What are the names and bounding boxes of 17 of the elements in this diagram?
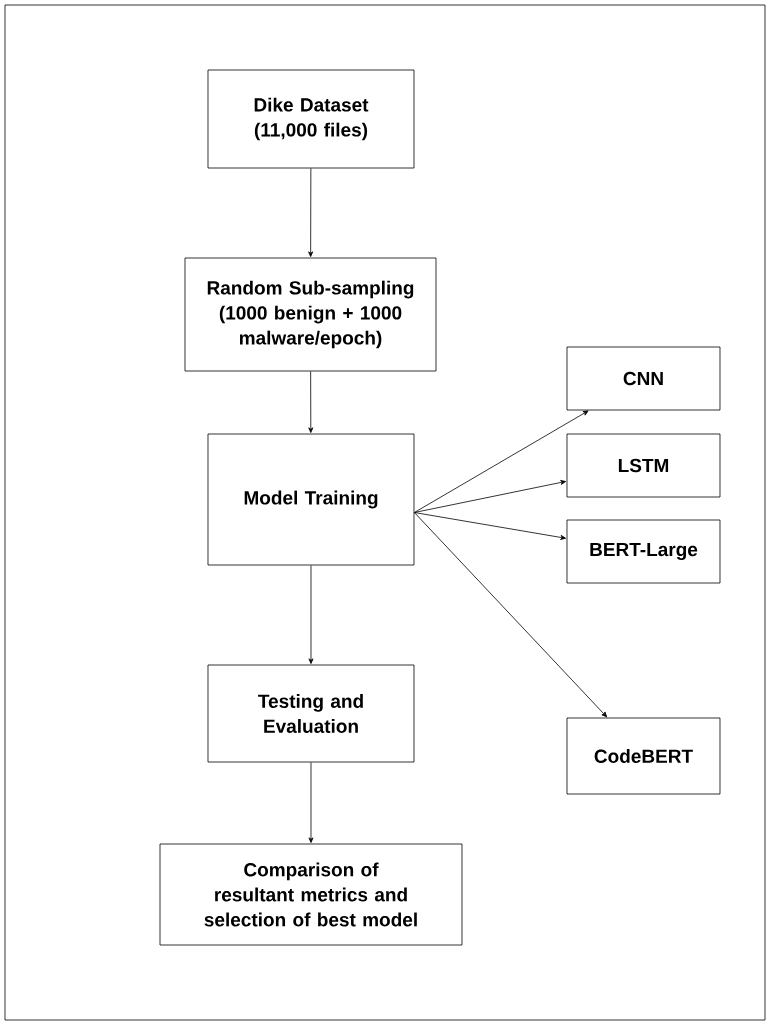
process-box: Dike Dataset (11,000 files) <box>207 69 415 169</box>
process-box: BERT-Large <box>566 519 721 584</box>
arrow <box>414 512 566 540</box>
arrow <box>308 371 314 433</box>
process-box: CodeBERT <box>566 717 721 795</box>
arrow <box>414 410 589 513</box>
process-box: Comparison of resultant metrics and selection of best model <box>159 843 463 946</box>
process-box: LSTM <box>566 433 721 498</box>
arrow <box>414 512 608 718</box>
process-box: CNN <box>566 346 721 411</box>
arrow <box>308 168 314 257</box>
arrow <box>414 480 566 513</box>
arrow <box>308 762 314 843</box>
arrow <box>308 565 314 664</box>
process-box: Random Sub-sampling (1000 benign + 1000 malware/epoch) <box>184 257 437 372</box>
process-box: Model Training <box>207 433 415 566</box>
process-box: Testing and Evaluation <box>207 664 415 763</box>
